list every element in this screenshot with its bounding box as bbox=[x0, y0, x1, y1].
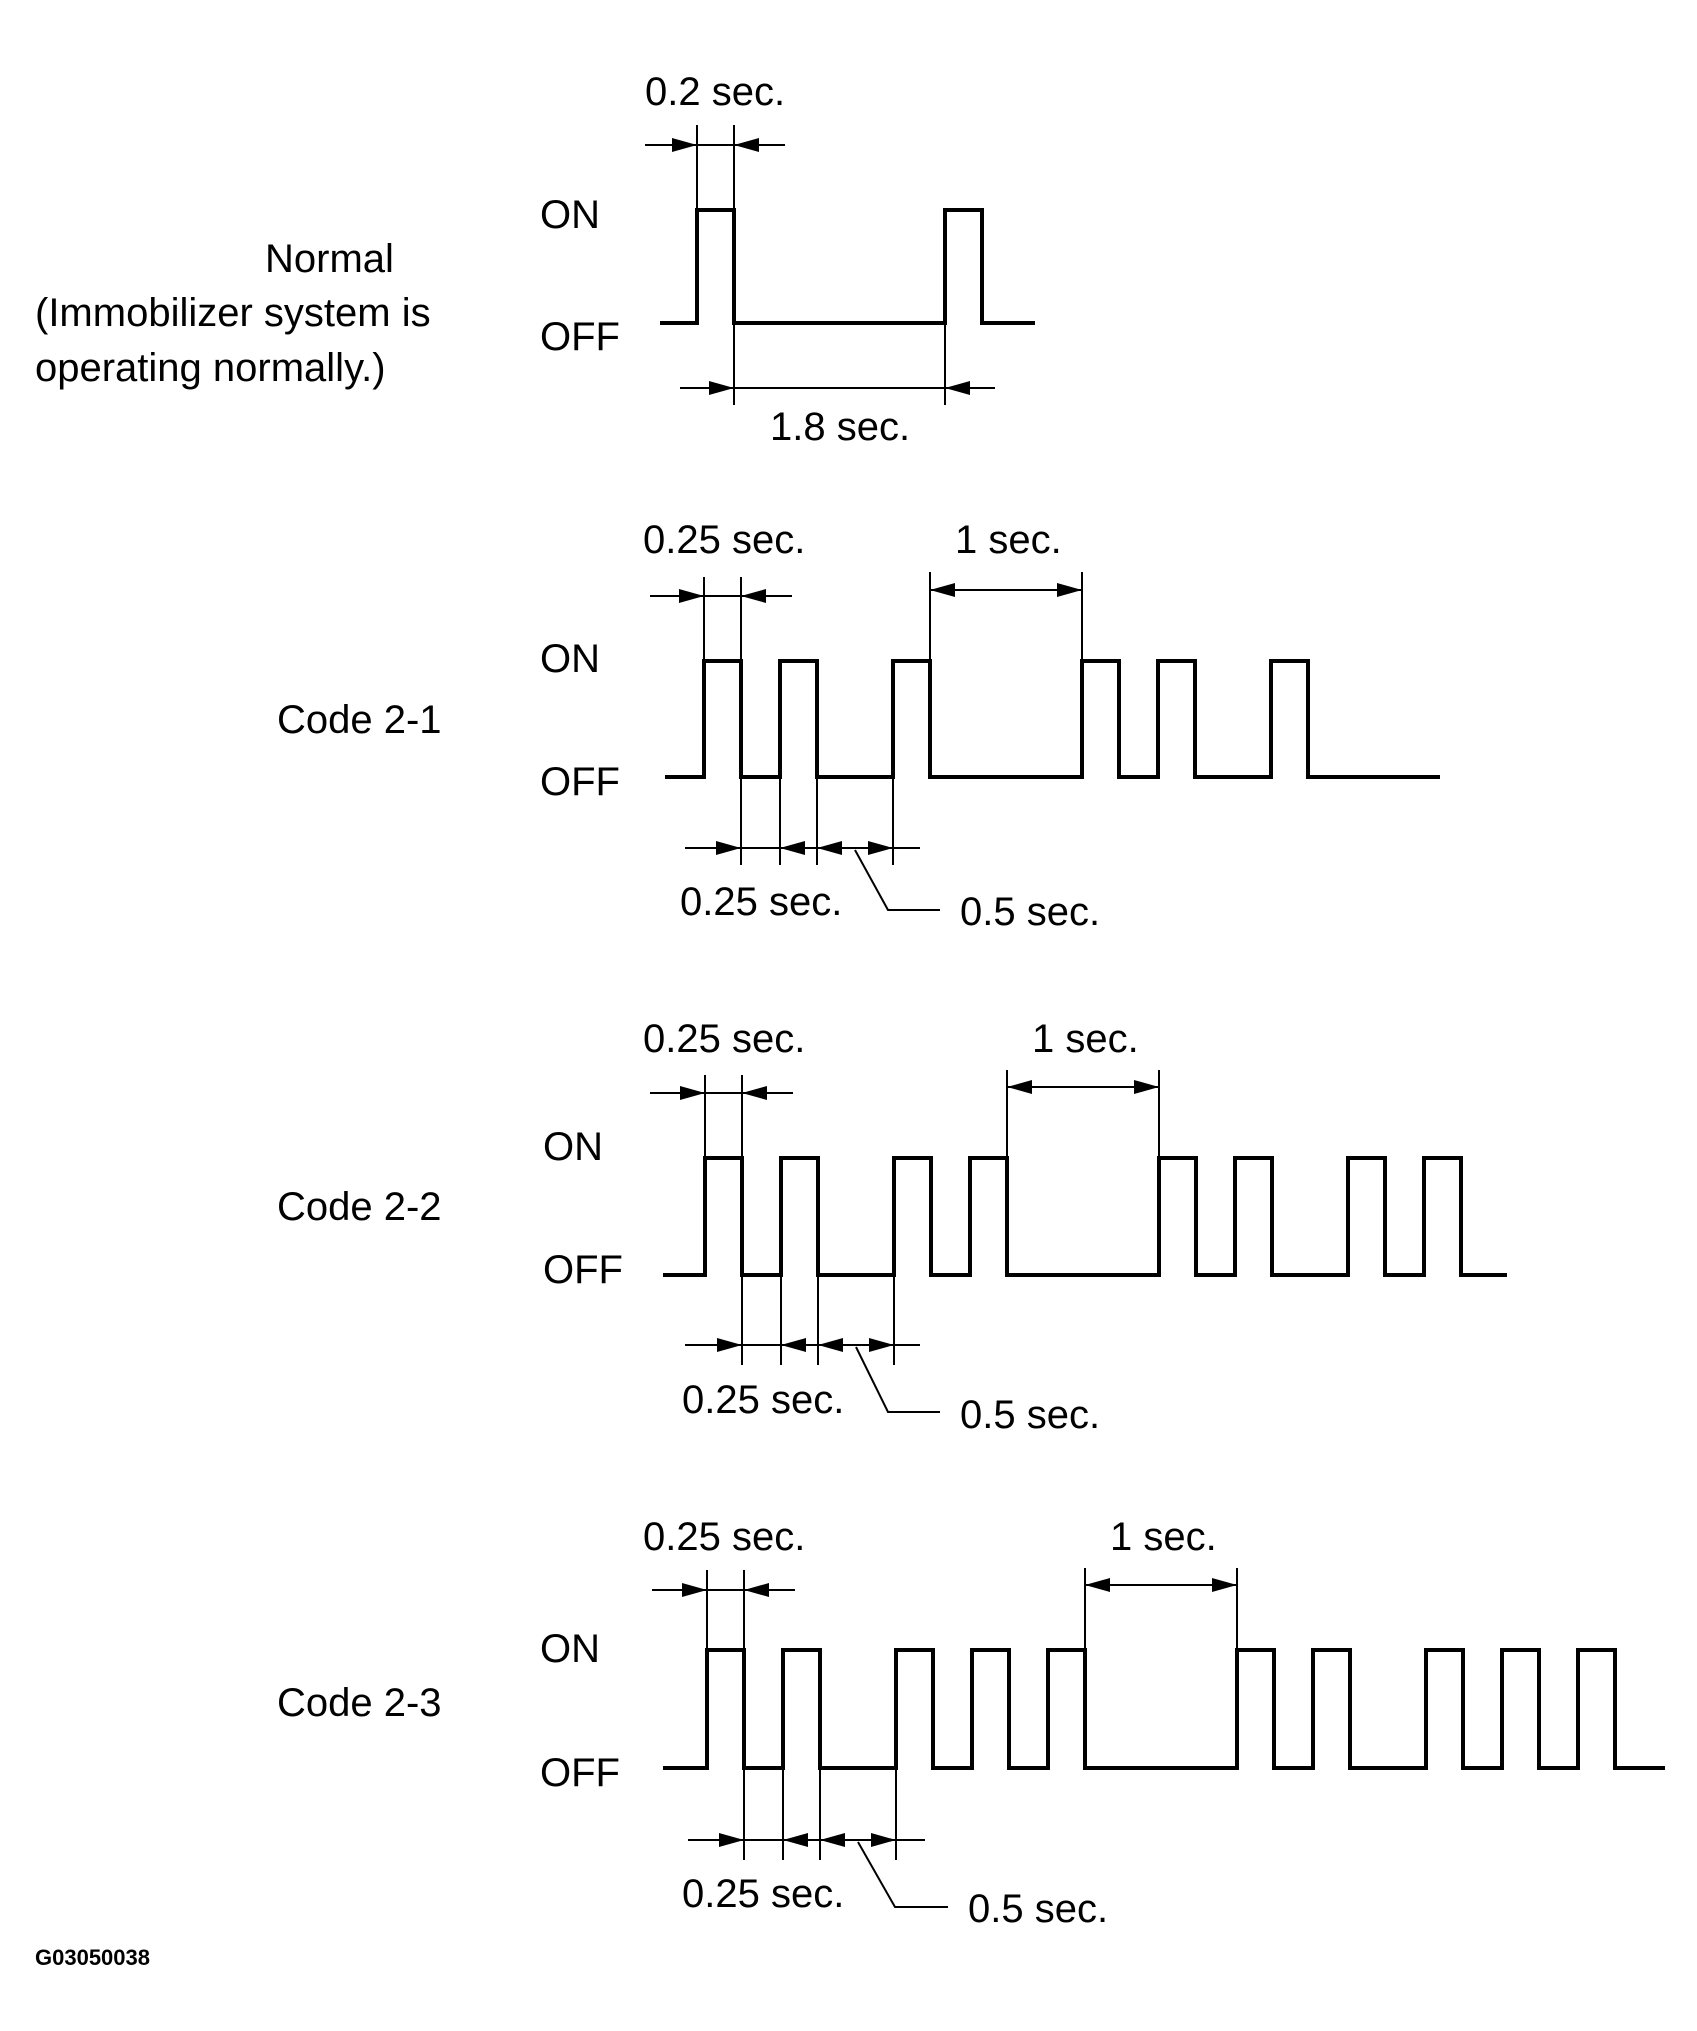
arrow-head bbox=[1134, 1080, 1159, 1094]
arrow-head bbox=[1212, 1578, 1237, 1592]
code-label: Code 2-3 bbox=[277, 1681, 442, 1725]
off-label: OFF bbox=[540, 315, 620, 359]
leader-line bbox=[855, 1346, 940, 1413]
on-label: ON bbox=[540, 193, 600, 237]
arrow-head bbox=[1057, 583, 1082, 597]
arrow-head bbox=[780, 841, 805, 855]
arrow-head bbox=[818, 1338, 843, 1352]
code-label: Code 2-1 bbox=[277, 698, 442, 742]
gap-label: 1 sec. bbox=[1032, 1017, 1139, 1061]
pulse-width-label: 0.25 sec. bbox=[643, 518, 805, 562]
normal-title: Normal bbox=[265, 237, 394, 281]
normal-note-line2: operating normally.) bbox=[35, 346, 386, 390]
long-off-label: 0.5 sec. bbox=[968, 1887, 1108, 1931]
on-label: ON bbox=[540, 1627, 600, 1671]
arrow-head bbox=[744, 1583, 769, 1597]
arrow-head bbox=[1007, 1080, 1032, 1094]
on-label: ON bbox=[543, 1125, 603, 1169]
gap-label: 1 sec. bbox=[955, 518, 1062, 562]
arrow-head bbox=[709, 381, 734, 395]
arrow-head bbox=[742, 1086, 767, 1100]
pulse-width-label: 0.25 sec. bbox=[643, 1515, 805, 1559]
arrow-head bbox=[680, 1086, 705, 1100]
off-label: OFF bbox=[540, 1751, 620, 1795]
normal-off-duration-label: 1.8 sec. bbox=[770, 405, 910, 449]
arrow-head bbox=[734, 138, 759, 152]
normal-panel: Normal (Immobilizer system is operating … bbox=[35, 70, 1035, 449]
short-off-label: 0.25 sec. bbox=[682, 1872, 844, 1916]
on-label: ON bbox=[540, 637, 600, 681]
code-2-3-waveform bbox=[663, 1648, 1665, 1770]
arrow-head bbox=[716, 841, 741, 855]
arrow-head bbox=[717, 1338, 742, 1352]
leader-line bbox=[857, 1841, 948, 1908]
code-2-1-waveform bbox=[665, 659, 1440, 779]
code-2-1-panel: Code 2-1 ON OFF 0.25 sec. 1 sec. 0.25 se… bbox=[277, 518, 1440, 934]
off-label: OFF bbox=[543, 1248, 623, 1292]
arrow-head bbox=[679, 589, 704, 603]
gap-label: 1 sec. bbox=[1110, 1515, 1217, 1559]
arrow-head bbox=[868, 841, 893, 855]
off-label: OFF bbox=[540, 760, 620, 804]
arrow-head bbox=[820, 1833, 845, 1847]
code-2-2-panel: Code 2-2 ON OFF 0.25 sec. 1 sec. 0.25 se… bbox=[277, 1017, 1507, 1437]
arrow-head bbox=[783, 1833, 808, 1847]
arrow-head bbox=[817, 841, 842, 855]
arrow-head bbox=[781, 1338, 806, 1352]
arrow-head bbox=[672, 138, 697, 152]
short-off-label: 0.25 sec. bbox=[680, 880, 842, 924]
code-label: Code 2-2 bbox=[277, 1185, 442, 1229]
code-2-3-panel: Code 2-3 ON OFF 0.25 sec. 1 sec. 0.25 se… bbox=[277, 1515, 1665, 1931]
arrow-head bbox=[869, 1338, 894, 1352]
normal-on-duration-label: 0.2 sec. bbox=[645, 70, 785, 114]
arrow-head bbox=[945, 381, 970, 395]
arrow-head bbox=[719, 1833, 744, 1847]
arrow-head bbox=[741, 589, 766, 603]
pulse-width-label: 0.25 sec. bbox=[643, 1017, 805, 1061]
leader-line bbox=[854, 849, 940, 911]
figure-id: G03050038 bbox=[35, 1945, 150, 1970]
short-off-label: 0.25 sec. bbox=[682, 1378, 844, 1422]
normal-note-line1: (Immobilizer system is bbox=[35, 291, 431, 335]
long-off-label: 0.5 sec. bbox=[960, 1393, 1100, 1437]
arrow-head bbox=[1085, 1578, 1110, 1592]
arrow-head bbox=[682, 1583, 707, 1597]
code-2-2-waveform bbox=[663, 1156, 1507, 1277]
arrow-head bbox=[930, 583, 955, 597]
normal-waveform bbox=[660, 208, 1035, 325]
long-off-label: 0.5 sec. bbox=[960, 890, 1100, 934]
arrow-head bbox=[871, 1833, 896, 1847]
